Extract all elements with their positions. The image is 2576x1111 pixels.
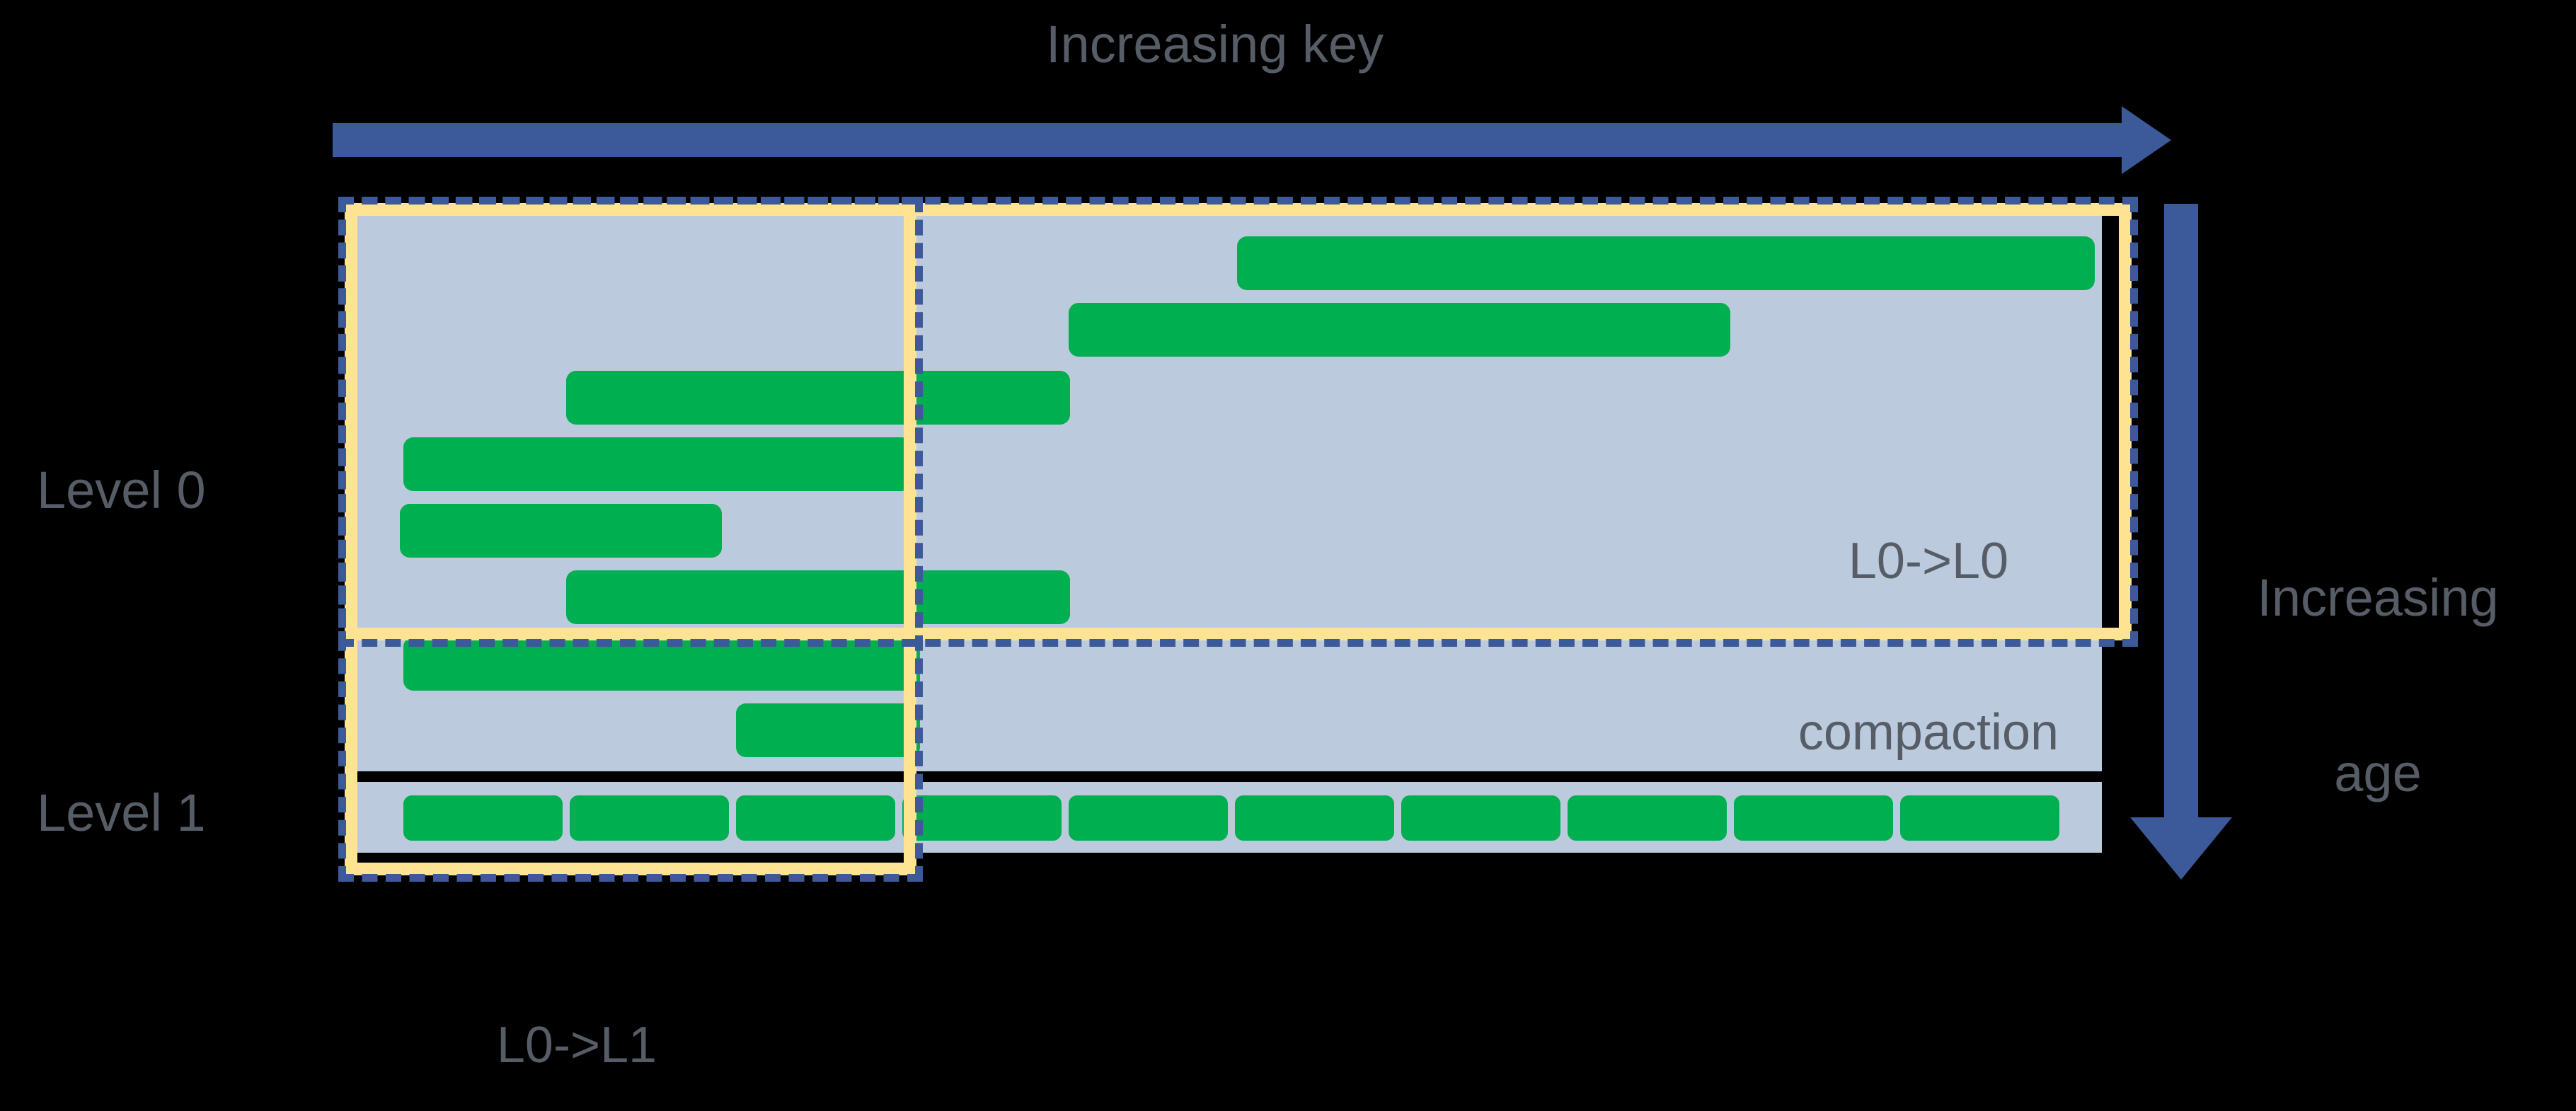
sstable-l1-1 <box>403 795 563 841</box>
level1-label: Level 1 <box>37 783 206 842</box>
l0-l1-compaction-label-line1: L0->L1 <box>496 1017 657 1074</box>
sstable-l0-4 <box>403 437 912 491</box>
l0-l1-compaction-outline <box>338 197 923 882</box>
sstable-l0-8 <box>736 703 920 757</box>
l0-l1-compaction-label: L0->L1 compaction <box>425 903 729 1111</box>
sstable-l0-5 <box>400 504 722 558</box>
increasing-key-arrow-shaft <box>333 123 2123 157</box>
l0-l0-compaction-label-line2: compaction <box>1798 704 2059 761</box>
level0-bottom-divider <box>354 771 2102 777</box>
sstable-l1-7 <box>1401 795 1560 841</box>
increasing-age-arrow-shaft <box>2164 204 2198 819</box>
sstable-l1-2 <box>570 795 729 841</box>
sstable-l1-10 <box>1900 795 2059 841</box>
increasing-age-label-line1: Increasing <box>2257 568 2499 627</box>
sstable-l0-6 <box>566 570 1070 624</box>
increasing-age-arrow-head <box>2130 817 2232 880</box>
sstable-l1-5 <box>1069 795 1228 841</box>
sstable-l0-2 <box>1069 303 1730 357</box>
sstable-l0-3 <box>566 371 1070 425</box>
sstable-l1-6 <box>1235 795 1394 841</box>
increasing-age-label-line2: age <box>2334 744 2422 803</box>
level0-label: Level 0 <box>37 461 206 519</box>
sstable-l1-3 <box>736 795 895 841</box>
increasing-key-arrow-head <box>2122 106 2171 174</box>
l0-l1-compaction-highlight <box>345 203 916 875</box>
sstable-l1-8 <box>1568 795 1727 841</box>
l0-l0-compaction-label-line1: L0->L0 <box>1848 533 2009 590</box>
increasing-key-label: Increasing key <box>1046 15 1384 74</box>
sstable-l0-1 <box>1237 236 2095 290</box>
sstable-l1-4 <box>902 795 1062 841</box>
increasing-age-label: Increasing age <box>2215 451 2541 921</box>
sstable-l1-9 <box>1734 795 1893 841</box>
l0-l0-compaction-label: L0->L0 compaction <box>1776 419 2081 875</box>
